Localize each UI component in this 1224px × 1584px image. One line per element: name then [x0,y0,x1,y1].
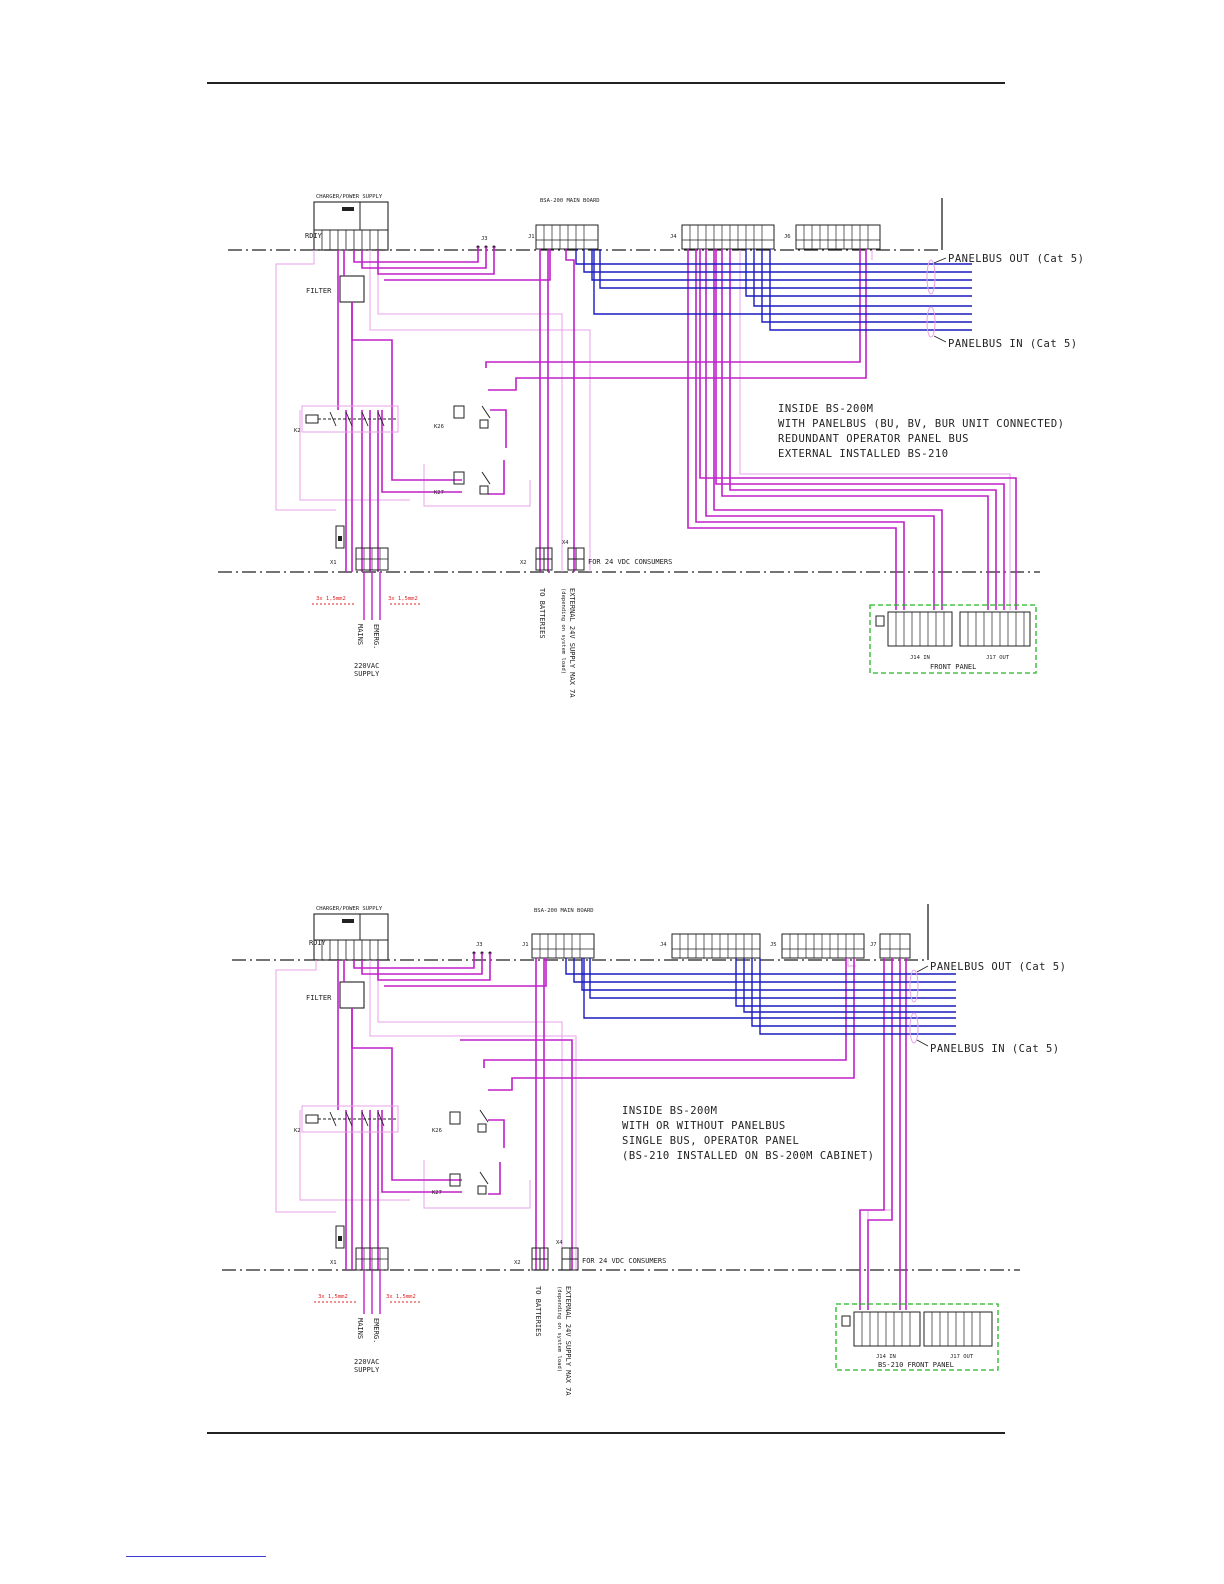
emerg-label: EMERG. [372,624,380,649]
to-batteries-label: TO BATTERIES [538,588,546,639]
terminal-x1-label: X1 [330,560,337,566]
cable-left-label: 3x 1,5mm2 [318,1294,348,1300]
mains-label: MAINS [356,1318,364,1339]
j4-label: J4 [660,942,667,948]
supply-label: SUPPLY [354,670,380,678]
note-line-4: (BS-210 INSTALLED ON BS-200M CABINET) [622,1150,874,1162]
relay-k27-label: K27 [432,1190,442,1196]
external-supply-label: EXTERNAL 24V SUPPLY MAX 7A [568,588,576,698]
wiring-diagram-2: CHARGER/POWER SUPPLY RDIY J3 BSA-200 MAI… [222,904,1066,1396]
note-line-1: INSIDE BS-200M [778,403,874,415]
j5-label: J5 [770,942,777,948]
terminal-x4-label: X4 [562,540,569,546]
fp-in-label: J14 IN [910,655,930,661]
supply-voltage-label: 220VAC [354,1358,379,1366]
supply-label: SUPPLY [354,1366,380,1374]
terminal-x2-label: X2 [520,560,527,566]
filter-label: FILTER [306,287,332,295]
panelbus-in-label: PANELBUS IN (Cat 5) [930,1043,1060,1055]
external-supply-note: (depending on system load) [556,1286,562,1372]
fp-in-label: J14 IN [876,1354,896,1360]
cable-left-label: 3x 1,5mm2 [316,596,346,602]
mains-label: MAINS [356,624,364,645]
panelbus-out-label: PANELBUS OUT (Cat 5) [948,253,1084,265]
panelbus-in-label: PANELBUS IN (Cat 5) [948,338,1078,350]
k2-label: K2 [294,1128,301,1134]
board-label: BSA-200 MAIN BOARD [534,908,594,914]
rdiy-label: RDIY [309,939,327,947]
note-line-3: REDUNDANT OPERATOR PANEL BUS [778,433,969,445]
consumers-label: FOR 24 VDC CONSUMERS [582,1257,666,1265]
panelbus-out-label: PANELBUS OUT (Cat 5) [930,961,1066,973]
j1-label: J1 [528,234,535,240]
external-supply-note: (depending on system load) [560,588,566,674]
to-batteries-label: TO BATTERIES [534,1286,542,1337]
j1-label: J1 [522,942,529,948]
cable-right-label: 3x 1,5mm2 [386,1294,416,1300]
k2-label: K2 [294,428,301,434]
fp-out-label: J17 OUT [950,1354,974,1360]
emerg-label: EMERG. [372,1318,380,1343]
note-line-1: INSIDE BS-200M [622,1105,718,1117]
footer-rule [207,1432,1005,1434]
j3-label: J3 [481,236,488,242]
supply-voltage-label: 220VAC [354,662,379,670]
terminal-x2-label: X2 [514,1260,521,1266]
filter-label: FILTER [306,994,332,1002]
note-line-2: WITH OR WITHOUT PANELBUS [622,1120,786,1132]
external-supply-label: EXTERNAL 24V SUPPLY MAX 7A [564,1286,572,1396]
relay-k26-label: K26 [434,424,444,430]
board-label: BSA-200 MAIN BOARD [540,198,600,204]
note-line-4: EXTERNAL INSTALLED BS-210 [778,448,949,460]
fp-out-label: J17 OUT [986,655,1010,661]
j3-label: J3 [476,942,483,948]
front-panel-label: FRONT PANEL [930,663,976,671]
rdiy-label: RDIY [305,232,323,240]
relay-k26-label: K26 [432,1128,442,1134]
wiring-diagram-1: CHARGER/POWER SUPPLY RDIY J3 BSA-200 MAI… [218,194,1084,698]
footer-link-underline [126,1556,266,1557]
terminal-x1-label: X1 [330,1260,337,1266]
front-panel-label: BS-210 FRONT PANEL [878,1361,954,1369]
charger-label: CHARGER/POWER SUPPLY [316,194,383,200]
cable-right-label: 3x 1,5mm2 [388,596,418,602]
relay-k27-label: K27 [434,490,444,496]
terminal-x4-label: X4 [556,1240,563,1246]
note-line-2: WITH PANELBUS (BU, BV, BUR UNIT CONNECTE… [778,418,1065,430]
j4-label: J4 [670,234,677,240]
note-line-3: SINGLE BUS, OPERATOR PANEL [622,1135,799,1147]
j6-label: J6 [784,234,791,240]
header-rule [207,82,1005,84]
charger-label: CHARGER/POWER SUPPLY [316,906,383,912]
consumers-label: FOR 24 VDC CONSUMERS [588,558,672,566]
j7-label: J7 [870,942,877,948]
